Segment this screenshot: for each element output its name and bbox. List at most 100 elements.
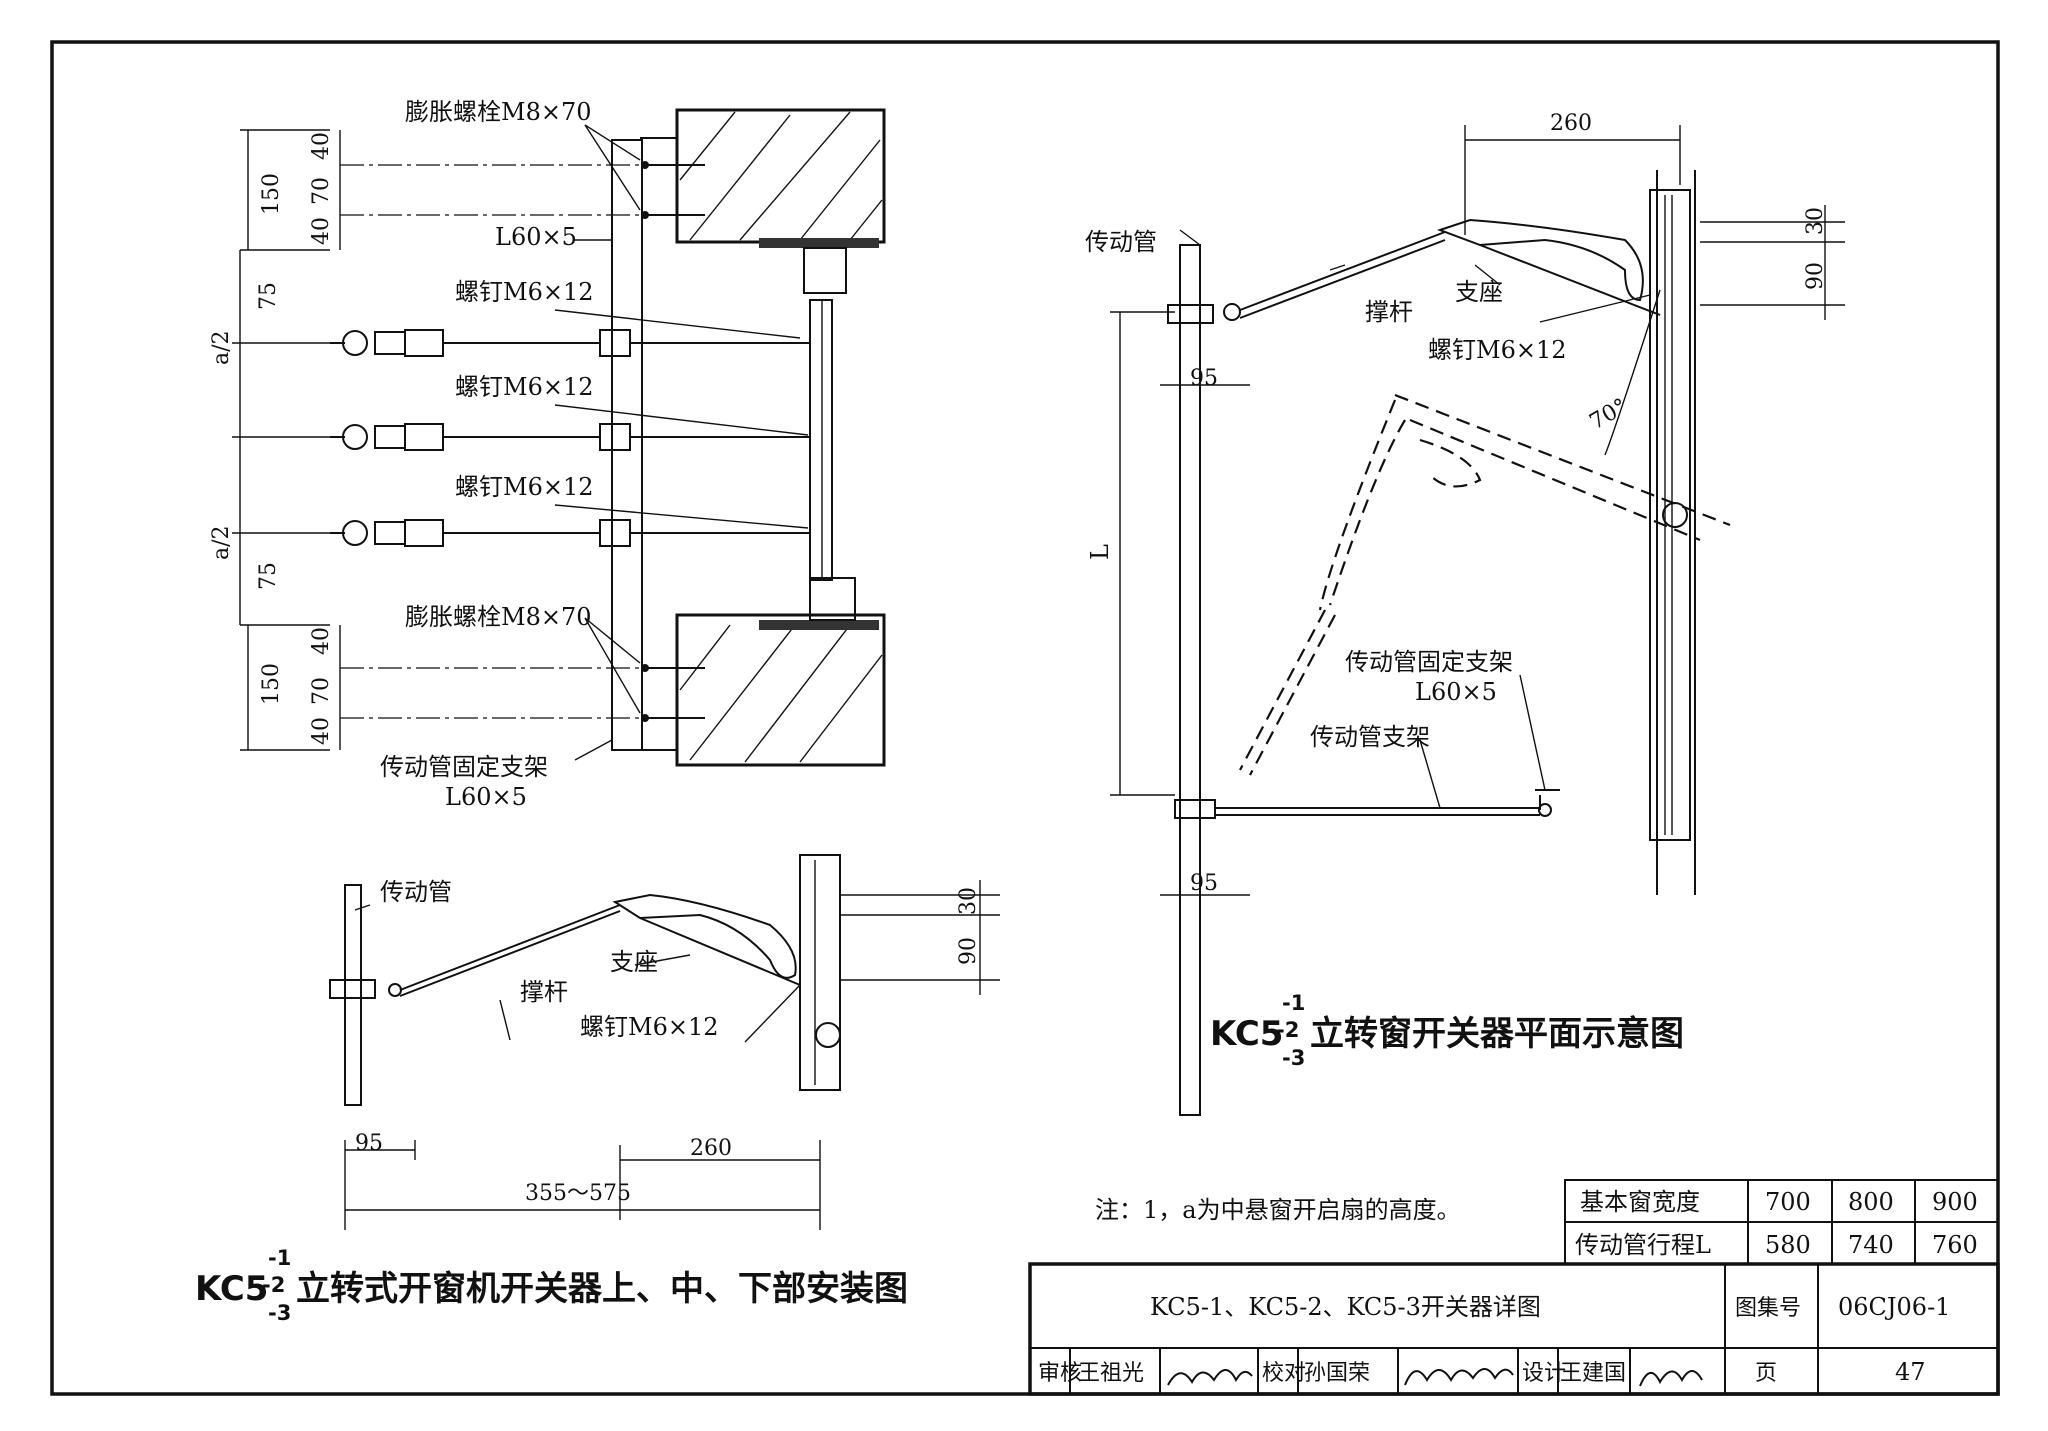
window-frame-a <box>799 854 841 1091</box>
fig-a-sub1: -1 <box>268 1246 291 1270</box>
dim-70-bottom: 70 <box>309 677 334 705</box>
rod-assembly-lower <box>330 519 810 547</box>
window-frame-b <box>1649 189 1691 841</box>
check-signature <box>1404 1368 1514 1386</box>
label-screw-b: 螺钉M6×12 <box>1428 336 1567 364</box>
title-block: KC5-1、KC5-2、KC5-3开关器详图 图集号 06CJ06-1 审核 王… <box>1028 1262 2000 1396</box>
label-support-a: 支座 <box>610 948 658 976</box>
spec-header-width: 基本窗宽度 <box>1580 1188 1700 1216</box>
design-signature <box>1639 1370 1703 1387</box>
label-expansion-bolt-top: 膨胀螺栓M8×70 <box>405 98 592 126</box>
dim-40-top: 40 <box>309 132 334 160</box>
page-number: 47 <box>1895 1358 1926 1386</box>
dim-40-bottom2: 40 <box>309 717 334 745</box>
fig-a-plan-detail <box>329 854 1000 1230</box>
fig-a-sub2: -2 <box>262 1273 285 1297</box>
design-name: 王建国 <box>1560 1361 1626 1386</box>
label-tube-support: 传动管支架 <box>1310 723 1430 751</box>
label-tube-a: 传动管 <box>380 878 452 906</box>
label-screw-3: 螺钉M6×12 <box>455 473 594 501</box>
label-screw-a: 螺钉M6×12 <box>580 1013 719 1041</box>
note-text: 注：1，a为中悬窗开启扇的高度。 <box>1095 1196 1461 1224</box>
label-angle-b: L60×5 <box>1415 678 1497 706</box>
fig-a-labels: 膨胀螺栓M8×70 L60×5 螺钉M6×12 螺钉M6×12 螺钉M6×12 … <box>209 98 594 811</box>
fig-b-sub2: -2 <box>1276 1018 1299 1042</box>
spec-cell-r1c2: 800 <box>1848 1188 1894 1216</box>
rod-assembly-middle <box>330 423 810 451</box>
opened-position-dashed <box>1239 393 1731 776</box>
spec-cell-r2c3: 760 <box>1932 1231 1978 1259</box>
fig-b-title: KC5 -1 -2 -3 立转窗开关器平面示意图 <box>1210 991 1684 1070</box>
fig-a-sub3: -3 <box>268 1301 291 1325</box>
lower-sill-plate <box>759 620 879 630</box>
spec-cell-r2c2: 740 <box>1848 1231 1894 1259</box>
spec-cell-r1c3: 900 <box>1932 1188 1978 1216</box>
fig-a-section-view <box>232 108 886 767</box>
fig-b-title-prefix: KC5 <box>1210 1014 1283 1054</box>
angle-bar-vertical <box>611 139 643 751</box>
label-strut-a: 撑杆 <box>520 978 568 1006</box>
dim-70-top: 70 <box>309 177 334 205</box>
drive-tube-a <box>344 884 362 1106</box>
fig-b-title-main: 立转窗开关器平面示意图 <box>1310 1014 1684 1054</box>
fig-a-title-prefix: KC5 <box>195 1269 268 1309</box>
dim-30-b: 30 <box>1803 207 1828 235</box>
fig-a-plan-labels: 传动管 支座 撑杆 螺钉M6×12 95 260 355～575 30 90 <box>355 878 981 1206</box>
dim-75-top: 75 <box>256 282 281 310</box>
atlas-number: 06CJ06-1 <box>1838 1293 1950 1321</box>
upper-sill-plate <box>759 238 879 248</box>
label-angle-70: 70° <box>1586 394 1632 435</box>
label-angle-top: L60×5 <box>495 223 577 251</box>
spec-cell-r2c1: 580 <box>1765 1231 1811 1259</box>
spec-table: 基本窗宽度 传动管行程L 700 800 900 580 740 760 <box>1564 1179 1999 1265</box>
support-b <box>1437 218 1644 302</box>
strut-b <box>1239 231 1446 311</box>
dim-95-b-top: 95 <box>1190 366 1218 391</box>
review-label: 审核 <box>1038 1361 1082 1386</box>
strut-a <box>399 904 621 991</box>
label-tube-b: 传动管 <box>1085 228 1157 256</box>
check-label: 校对 <box>1262 1361 1306 1386</box>
window-sash <box>809 299 833 581</box>
spec-cell-r1c1: 700 <box>1765 1188 1811 1216</box>
dim-150-bottom: 150 <box>259 663 284 705</box>
page-label: 页 <box>1755 1361 1777 1386</box>
dim-range-a: 355～575 <box>525 1181 631 1206</box>
label-screw-1: 螺钉M6×12 <box>455 278 594 306</box>
fig-b-sub1: -1 <box>1282 991 1305 1015</box>
review-name: 王祖光 <box>1078 1361 1144 1386</box>
fig-b-labels: 260 30 90 传动管 支座 撑杆 螺钉M6×12 70° L 95 95 … <box>1085 111 1828 896</box>
dim-95-a: 95 <box>355 1131 383 1156</box>
dim-30-a: 30 <box>956 887 981 915</box>
label-angle-bottom: L60×5 <box>445 783 527 811</box>
atlas-label: 图集号 <box>1735 1296 1801 1321</box>
dim-150-top: 150 <box>259 173 284 215</box>
dim-L: L <box>1086 544 1114 560</box>
dim-95-b-bottom: 95 <box>1190 871 1218 896</box>
dim-a2-bottom: a/2 <box>209 525 234 560</box>
spec-header-travel: 传动管行程L <box>1575 1231 1711 1259</box>
check-name: 孙国荣 <box>1304 1361 1370 1386</box>
design-label: 设计 <box>1522 1361 1566 1386</box>
dim-260-b: 260 <box>1550 111 1592 136</box>
support-a <box>612 893 797 979</box>
label-expansion-bolt-bottom: 膨胀螺栓M8×70 <box>405 603 592 631</box>
upper-concrete-block <box>675 108 886 244</box>
label-support-b: 支座 <box>1455 278 1503 306</box>
sheet-title: KC5-1、KC5-2、KC5-3开关器详图 <box>1150 1293 1541 1321</box>
label-bracket-b: 传动管固定支架 <box>1345 648 1513 676</box>
rod-assembly-upper <box>330 329 810 357</box>
fig-a-title-main: 立转式开窗机开关器上、中、下部安装图 <box>296 1269 908 1309</box>
fig-a-title: KC5 -1 -2 -3 立转式开窗机开关器上、中、下部安装图 <box>195 1246 908 1325</box>
dim-75-bottom: 75 <box>256 562 281 590</box>
dim-260-a: 260 <box>690 1136 732 1161</box>
review-signature <box>1167 1369 1253 1386</box>
label-screw-2: 螺钉M6×12 <box>455 373 594 401</box>
label-bracket-left: 传动管固定支架 <box>380 753 548 781</box>
fig-b-sub3: -3 <box>1282 1046 1305 1070</box>
dim-a2-top: a/2 <box>209 330 234 365</box>
outer-border <box>50 40 2000 1396</box>
fig-b-plan-view <box>1110 125 1845 1116</box>
dim-40-top2: 40 <box>309 217 334 245</box>
